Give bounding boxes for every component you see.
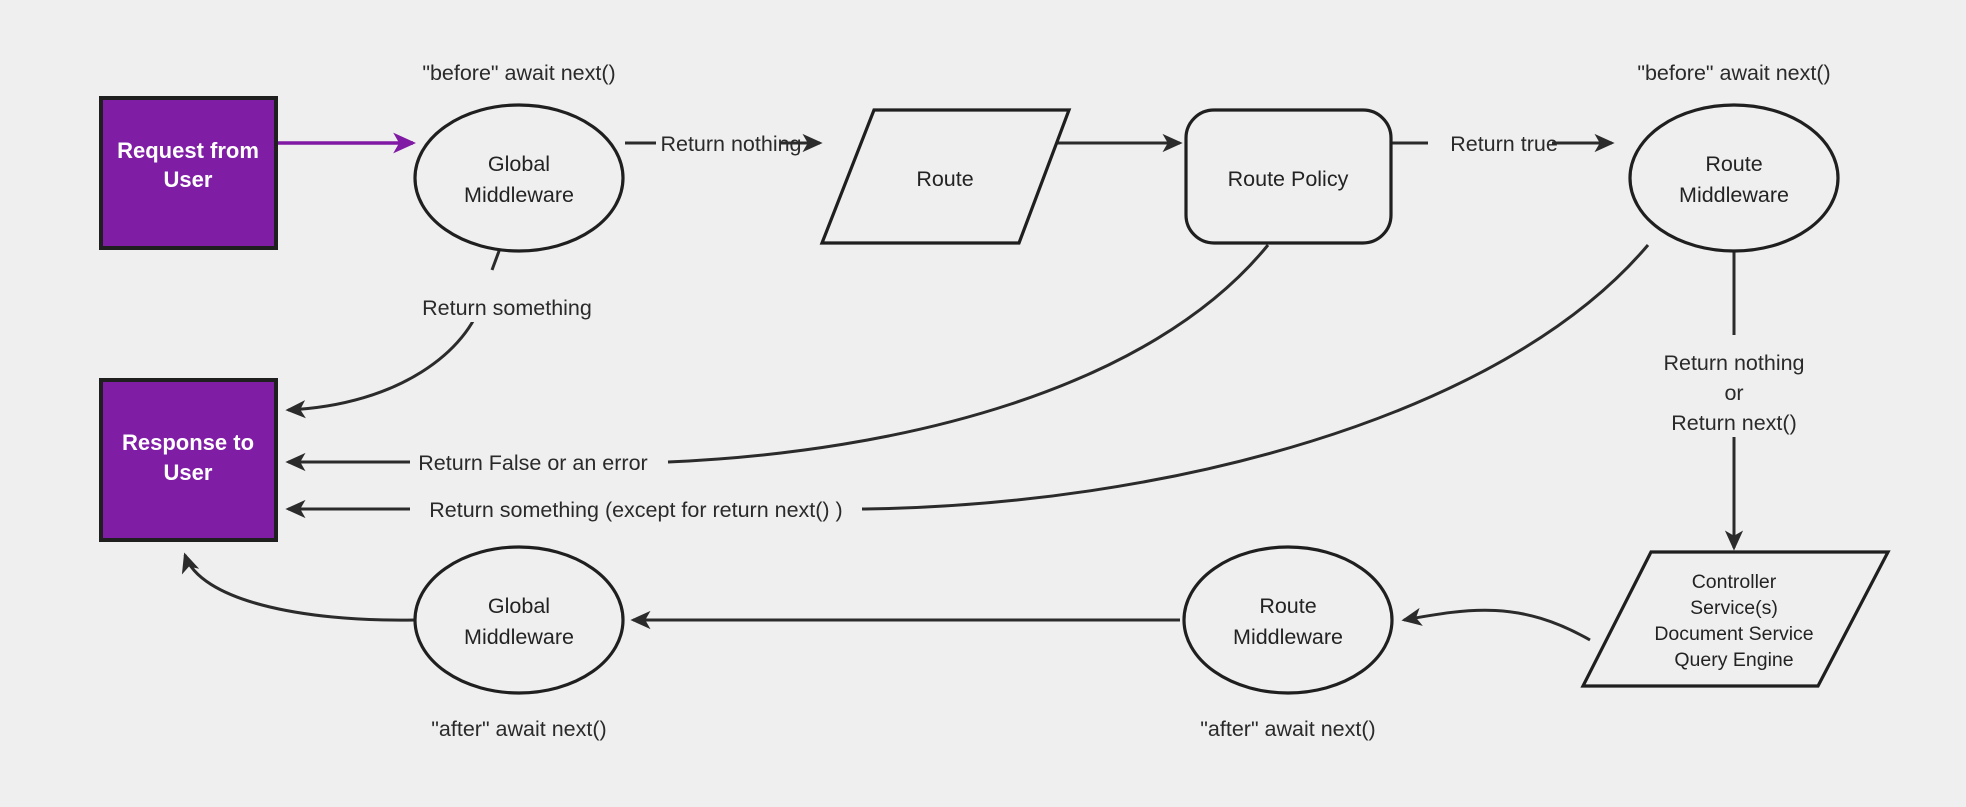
global-middleware-bottom-ellipse[interactable] bbox=[413, 545, 625, 695]
route-policy-box[interactable] bbox=[1184, 108, 1393, 245]
edge-rm-down-curve bbox=[864, 244, 1650, 511]
node-global-middleware-top[interactable]: Global Middleware bbox=[413, 103, 625, 253]
edge-global-middleware-bottom-to-response bbox=[181, 552, 416, 622]
edge-label-return-nothing: Return nothing bbox=[660, 132, 801, 156]
annotation-before-await-next-right: "before" await next() bbox=[1637, 61, 1830, 85]
global-middleware-top-ellipse[interactable] bbox=[413, 103, 625, 253]
edge-label-return-something-except: Return something (except for return next… bbox=[429, 498, 842, 522]
route-middleware-bottom-label-line2: Middleware bbox=[1233, 625, 1343, 649]
global-middleware-top-label-line2: Middleware bbox=[464, 183, 574, 207]
response-to-user-label-line2: User bbox=[164, 460, 213, 485]
request-from-user-box[interactable] bbox=[99, 96, 278, 250]
edge-label-return-something: Return something bbox=[422, 296, 592, 320]
label-bg-return-something-except bbox=[410, 495, 862, 525]
route-middleware-top-label-line1: Route bbox=[1705, 152, 1762, 176]
node-request-from-user[interactable]: Request from User bbox=[99, 96, 278, 250]
edge-label-return-nothing-or-next-line3: Return next() bbox=[1671, 411, 1796, 435]
annotation-after-await-next-right: "after" await next() bbox=[1200, 717, 1375, 741]
node-route-middleware-bottom[interactable]: Route Middleware bbox=[1182, 545, 1394, 695]
label-bg-return-false bbox=[410, 448, 656, 478]
annotation-after-await-next-left: "after" await next() bbox=[431, 717, 606, 741]
route-middleware-bottom-ellipse[interactable] bbox=[1182, 545, 1394, 695]
edge-label-return-nothing-or-next-line2: or bbox=[1724, 381, 1743, 405]
global-middleware-bottom-label-line2: Middleware bbox=[464, 625, 574, 649]
node-handlers[interactable]: Controller Service(s) Document Service Q… bbox=[1580, 550, 1891, 688]
label-bg-return-nothing-or-next bbox=[1640, 347, 1830, 437]
node-route[interactable]: Route bbox=[819, 108, 1072, 245]
node-route-policy[interactable]: Route Policy bbox=[1184, 108, 1393, 245]
route-label: Route bbox=[916, 167, 973, 191]
handlers-label-line2: Service(s) bbox=[1690, 597, 1778, 619]
label-bg-return-nothing bbox=[656, 128, 780, 158]
handlers-label-line4: Query Engine bbox=[1674, 649, 1793, 671]
handlers-label-line1: Controller bbox=[1692, 571, 1777, 593]
node-global-middleware-bottom[interactable]: Global Middleware bbox=[413, 545, 625, 695]
handlers-parallelogram[interactable] bbox=[1580, 550, 1891, 688]
label-bg-return-something bbox=[412, 292, 602, 322]
response-to-user-box[interactable] bbox=[99, 378, 278, 542]
edge-label-return-false-or-error: Return False or an error bbox=[418, 451, 647, 475]
response-to-user-label-line1: Response to bbox=[122, 430, 254, 455]
route-policy-label: Route Policy bbox=[1228, 167, 1349, 191]
route-middleware-top-ellipse[interactable] bbox=[1628, 103, 1840, 253]
route-middleware-top-label-line2: Middleware bbox=[1679, 183, 1789, 207]
request-from-user-label-line1: Request from bbox=[117, 138, 259, 163]
route-parallelogram[interactable] bbox=[819, 108, 1072, 245]
edge-label-return-true: Return true bbox=[1450, 132, 1558, 156]
label-bg-return-true bbox=[1428, 128, 1552, 158]
handlers-label-line3: Document Service bbox=[1654, 623, 1813, 645]
edge-route-policy-down-curve bbox=[667, 244, 1270, 464]
request-from-user-label-line2: User bbox=[164, 167, 213, 192]
node-response-to-user[interactable]: Response to User bbox=[99, 378, 278, 542]
global-middleware-top-label-line1: Global bbox=[488, 152, 550, 176]
node-route-middleware-top[interactable]: Route Middleware bbox=[1628, 103, 1840, 253]
edge-label-return-nothing-or-next-line1: Return nothing bbox=[1663, 351, 1804, 375]
annotation-before-await-next-left: "before" await next() bbox=[422, 61, 615, 85]
route-middleware-bottom-label-line1: Route bbox=[1259, 594, 1316, 618]
edge-handlers-to-route-middleware-bottom bbox=[1401, 607, 1591, 642]
global-middleware-bottom-label-line1: Global bbox=[488, 594, 550, 618]
